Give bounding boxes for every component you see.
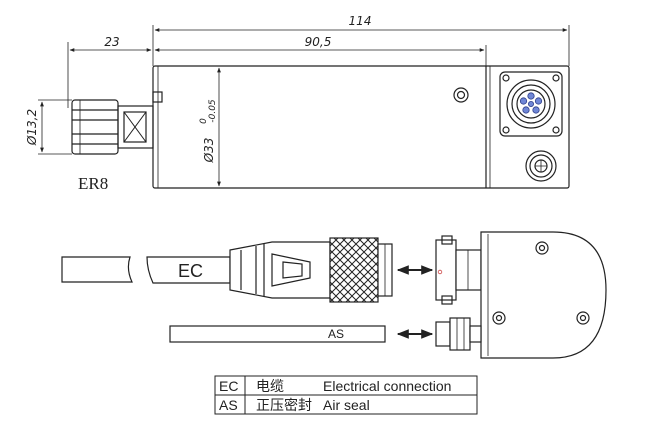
cable-assembly xyxy=(61,231,607,359)
air-fitting xyxy=(525,150,557,182)
dim-body-tol-lower: -0.05 xyxy=(208,99,218,123)
dim-body-length: 90,5 xyxy=(305,35,332,49)
legend-english-ec: Electrical connection xyxy=(323,378,451,394)
connector-housing xyxy=(499,71,563,137)
legend-table xyxy=(214,375,478,415)
cable-segment-left xyxy=(61,256,133,283)
collet-nut xyxy=(71,99,119,155)
legend-code-ec: EC xyxy=(219,378,238,394)
dim-body-tol-upper: 0 xyxy=(199,118,209,124)
legend-row-as: AS 正压密封 Air seal xyxy=(219,397,370,413)
dim-overall-length: 114 xyxy=(349,14,372,28)
legend-chinese-as: 正压密封 xyxy=(256,397,312,413)
spindle-top-view xyxy=(38,25,570,189)
air-hose-label: AS xyxy=(328,327,344,341)
air-hose xyxy=(169,325,386,343)
legend-code-as: AS xyxy=(219,397,238,413)
cable-label: EC xyxy=(178,261,203,281)
knurled-ring xyxy=(329,237,379,303)
connector-housing-side xyxy=(480,231,607,359)
cable-segment-right xyxy=(146,256,231,284)
legend-row-ec: EC 电缆 Electrical connection xyxy=(219,378,451,394)
air-fitting-side xyxy=(435,321,451,347)
dim-collet-diameter: Ø13,2 xyxy=(25,109,39,146)
dim-body-diameter: Ø33 xyxy=(202,138,216,164)
collet-label: ER8 xyxy=(78,174,108,193)
mounting-hole xyxy=(453,87,469,103)
dim-body-diameter-group: Ø33 0 -0.05 xyxy=(199,99,218,163)
dim-collet-offset: 23 xyxy=(104,35,119,49)
legend-english-as: Air seal xyxy=(323,397,370,413)
legend-chinese-ec: 电缆 xyxy=(256,378,284,394)
connector-pins xyxy=(519,92,543,114)
